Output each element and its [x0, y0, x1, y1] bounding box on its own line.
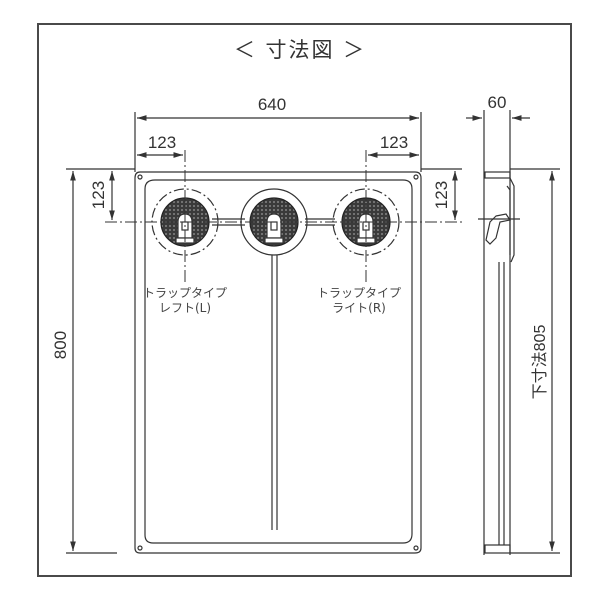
trap-right-label-line2: ライト(R) [332, 301, 386, 315]
dimension-800 [66, 168, 135, 554]
dim-123-right-v-label: 123 [432, 181, 451, 209]
trap-left-label-line2: レフト(L) [158, 301, 212, 315]
dim-60-label: 60 [488, 93, 507, 112]
side-view [466, 110, 530, 555]
trap-right-label: トラップタイプ ライト(R) [312, 286, 406, 316]
dimension-640 [134, 112, 422, 172]
center-lines [105, 150, 462, 285]
dim-805-label: 下寸法805 [531, 325, 549, 400]
dimension-805 [510, 168, 560, 554]
trap-left-label: トラップタイプ レフト(L) [138, 286, 232, 316]
dimension-123-right-v [421, 168, 462, 220]
drawing-frame [37, 23, 572, 577]
dim-800-label: 800 [51, 331, 70, 359]
drawing-title: ＜ 寸法図 ＞ [233, 38, 367, 62]
dim-123-right-h-label: 123 [380, 133, 408, 152]
dim-640-label: 640 [258, 95, 286, 114]
trap-left-label-line1: トラップタイプ [142, 286, 227, 300]
trap-right-label-line1: トラップタイプ [316, 286, 401, 300]
dim-123-left-v-label: 123 [89, 181, 108, 209]
dim-123-left-h-label: 123 [148, 133, 176, 152]
